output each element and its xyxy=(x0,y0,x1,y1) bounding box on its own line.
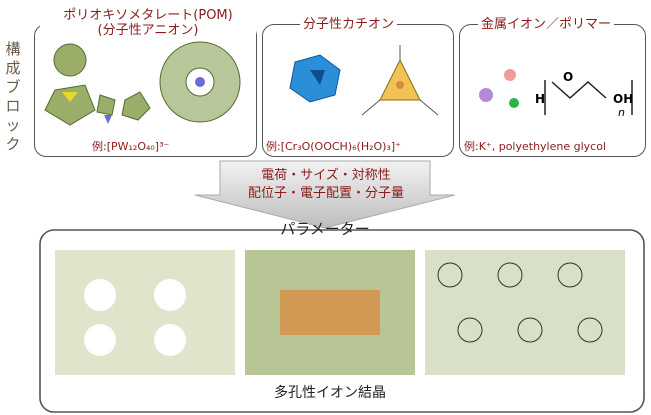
pom-cluster-icons xyxy=(44,41,241,126)
pom-example: 例:[PW₁₂O₄₀]³⁻ xyxy=(92,140,170,153)
cation-example: 例:[Cr₃O(OOCH)₆(H₂O)₃]⁺ xyxy=(266,140,401,153)
polymer-o: O xyxy=(563,70,574,84)
metal-polymer-example: 例:K⁺, polyethylene glycol xyxy=(464,140,607,153)
param-label: パラメーター xyxy=(280,220,370,238)
result-label: 多孔性イオン結晶 xyxy=(274,385,386,401)
polymer-oh: OH xyxy=(613,92,634,106)
arrow-line-2: 配位子・電子配置・分子量 xyxy=(247,186,404,201)
arrow-line-1: 電荷・サイズ・対称性 xyxy=(261,168,391,183)
polymer-h: H xyxy=(535,92,546,106)
crystal-structures xyxy=(55,250,625,375)
cation-icons xyxy=(289,45,439,116)
polymer-n: n xyxy=(618,106,625,119)
side-label: 構成ブロック xyxy=(5,40,21,153)
pom-block-title: ポリオキソメタレート(POM) (分子性アニオン) xyxy=(40,8,256,38)
cation-block-title: 分子性カチオン xyxy=(300,17,398,32)
metal-polymer-block-title: 金属イオン／ポリマー xyxy=(478,17,615,32)
down-arrow xyxy=(194,160,456,229)
metal-polymer-icons xyxy=(479,69,633,115)
